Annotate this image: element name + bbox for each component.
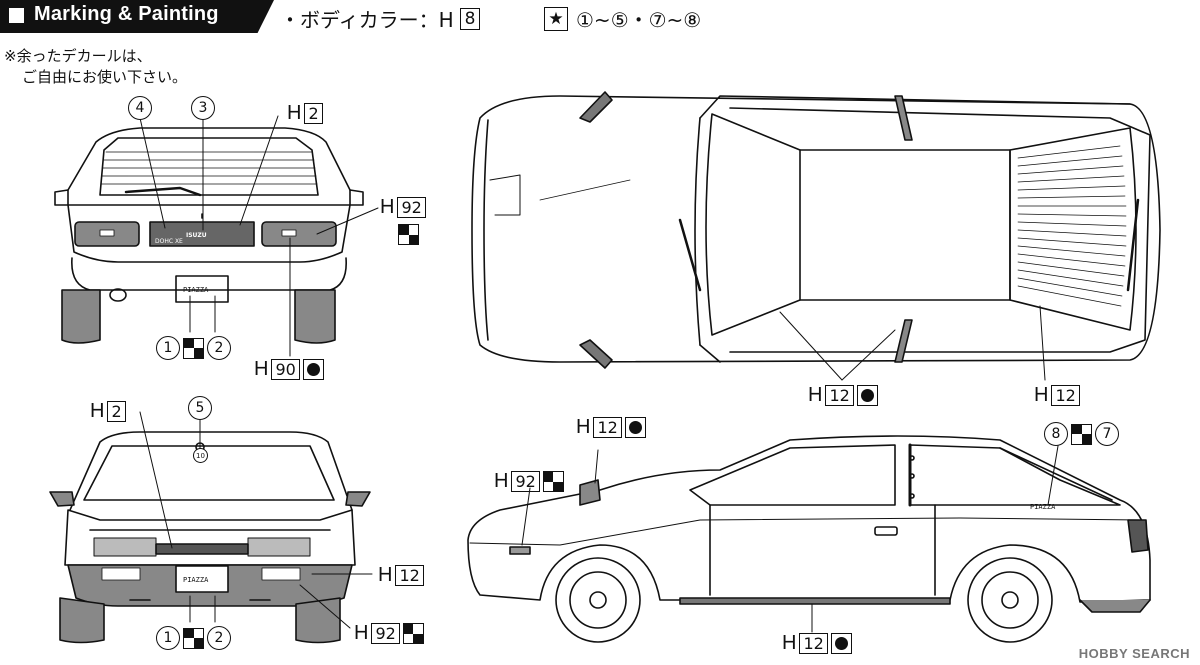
front-callout-5: 5 — [188, 396, 212, 420]
top-view-drawing — [471, 91, 1161, 381]
front-hood-emblem: 10 — [193, 448, 208, 463]
rear-callout-3: 3 — [191, 96, 215, 120]
rear-callout-4: 4 — [128, 96, 152, 120]
side-callout-h12-skirt: H 12 — [782, 632, 852, 655]
rear-plate-decals: 1 2 — [156, 336, 231, 360]
note-line-2: ご自由にお使い下さい。 — [22, 68, 188, 86]
decal-range: ★ ①~⑤・⑦~⑧ — [544, 4, 701, 33]
top-callout-h12-center: H 12 — [808, 384, 878, 407]
front-plate-decals: 1 2 — [156, 626, 231, 650]
dot-pattern-icon — [830, 633, 852, 654]
rear-callout-h2: H 2 — [287, 102, 323, 125]
dot-pattern-icon — [624, 417, 646, 438]
rear-plate-text: PIAZZA — [183, 286, 209, 294]
decal-pattern-icon — [1071, 423, 1092, 445]
header-square-icon — [9, 8, 24, 23]
decal-number-3: 3 — [191, 96, 215, 120]
decal-pattern-icon — [402, 623, 424, 644]
dot-pattern-icon — [302, 359, 324, 380]
side-callout-decals: 8 7 — [1044, 422, 1119, 446]
body-color-code: 8 — [459, 7, 481, 30]
decal-number-5: 5 — [188, 396, 212, 420]
rear-view-drawing — [54, 115, 379, 357]
decal-number-4: 4 — [128, 96, 152, 120]
rear-engine-badge: DOHC XE — [155, 238, 183, 245]
header-banner: Marking & Painting — [0, 0, 274, 33]
decal-pattern-icon — [542, 471, 564, 492]
star-icon: ★ — [544, 6, 568, 31]
side-callout-h12-mirror: H 12 — [576, 416, 646, 439]
decal-pattern-icon — [183, 627, 204, 649]
rear-callout-h92: H 92 — [380, 196, 426, 219]
note-line-1: ※余ったデカールは、 — [4, 47, 152, 65]
side-script-text: PIAZZA — [1030, 503, 1056, 511]
rear-h92-pattern-icon — [398, 224, 419, 245]
front-plate-text: PIAZZA — [183, 576, 209, 584]
rear-callout-h90: H 90 — [254, 358, 324, 381]
leftover-decal-note: ※余ったデカールは、 ご自由にお使い下さい。 — [4, 46, 187, 88]
body-color-label: ・ボディカラー：H — [280, 8, 454, 32]
page-title: Marking & Painting — [34, 3, 219, 25]
front-view-drawing — [49, 411, 373, 644]
front-callout-h2: H 2 — [90, 400, 126, 423]
front-callout-h92: H 92 — [354, 622, 424, 645]
front-callout-h12: H 12 — [378, 564, 424, 587]
dot-pattern-icon — [856, 385, 878, 406]
watermark: HOBBY SEARCH — [1078, 646, 1190, 661]
side-callout-h92: H 92 — [494, 470, 564, 493]
decal-range-text: ①~⑤・⑦~⑧ — [576, 8, 702, 32]
side-view-drawing — [467, 435, 1151, 643]
rear-badge: ISUZU — [186, 232, 207, 239]
decal-pattern-icon — [183, 337, 204, 359]
body-color-spec: ・ボディカラー：H 8 — [280, 4, 481, 33]
top-callout-h12-right: H 12 — [1034, 384, 1080, 407]
